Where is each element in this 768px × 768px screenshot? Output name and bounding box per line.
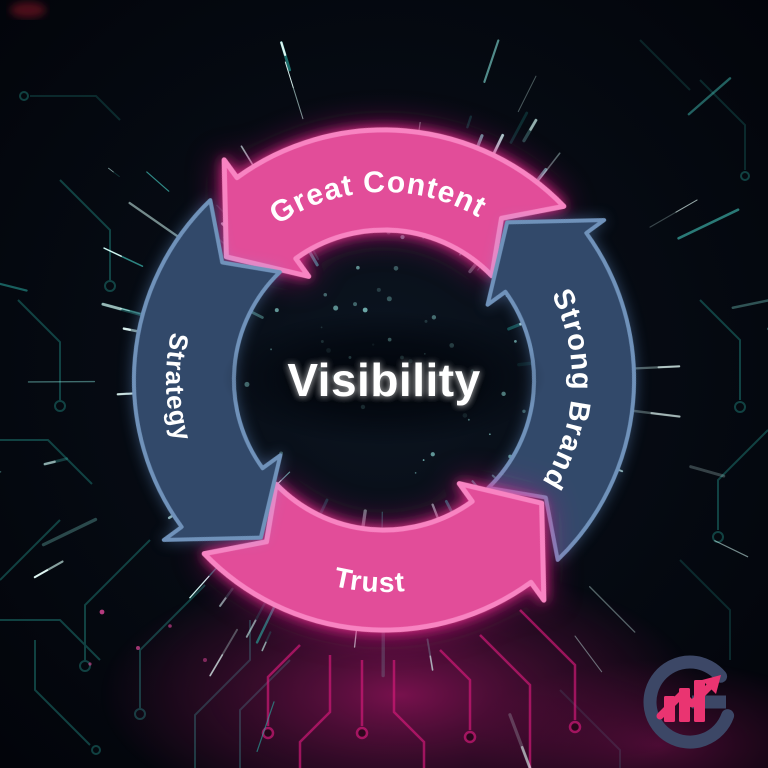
arc-trust [201,481,547,633]
center-title: Visibility [287,354,480,406]
growth-chart-logo [643,655,735,749]
title-halo [222,312,546,444]
red-glow-blob [10,2,46,18]
arc-strong-brand [485,218,637,562]
magenta-speckles [88,609,207,666]
logo-trend-arrow [656,680,716,720]
arc-great-content [221,127,567,279]
logo-arrowhead [702,675,721,694]
arc-strategy [131,198,283,542]
logo-ring-g [643,655,735,749]
circuit-traces-pink [261,609,582,768]
